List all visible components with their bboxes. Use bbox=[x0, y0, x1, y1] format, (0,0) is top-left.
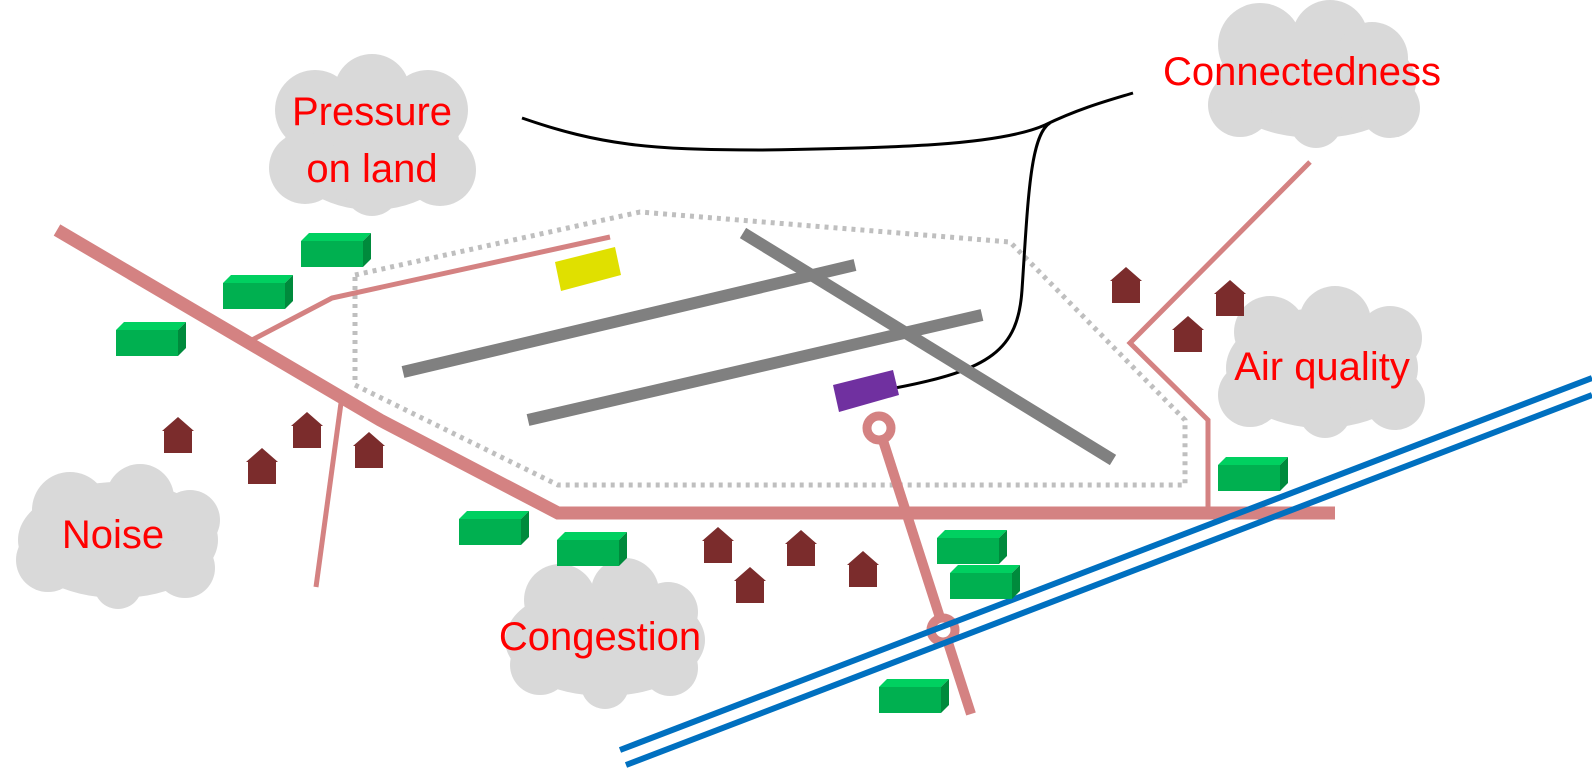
cloud-congestion: Congestion bbox=[499, 558, 705, 709]
connectedness-label: Connectedness bbox=[1163, 50, 1441, 94]
yellow-building bbox=[555, 247, 621, 291]
south-road bbox=[313, 402, 344, 588]
rail-line bbox=[521, 91, 1134, 390]
congestion-label: Congestion bbox=[499, 615, 701, 659]
cloud-air-quality: Air quality bbox=[1218, 286, 1425, 438]
house-icon bbox=[847, 551, 879, 587]
cloud-pressure-on-land: Pressure on land bbox=[269, 54, 476, 216]
commercial-building bbox=[116, 322, 186, 356]
house-icon bbox=[1110, 267, 1142, 303]
roads bbox=[53, 160, 1335, 716]
terminal-building bbox=[833, 370, 899, 412]
pressure-on-land-label-line1: Pressure bbox=[292, 90, 452, 134]
cloud-noise: Noise bbox=[16, 464, 220, 609]
commercial-building bbox=[301, 233, 371, 267]
house-icon bbox=[785, 530, 817, 566]
airport-access-road bbox=[250, 234, 611, 343]
house-icon bbox=[246, 448, 278, 484]
commercial-building bbox=[1218, 457, 1288, 491]
commercial-building bbox=[459, 511, 529, 545]
commercial-building bbox=[937, 530, 1007, 564]
pressure-on-land-label-line2: on land bbox=[306, 147, 437, 191]
house-icon bbox=[353, 432, 385, 468]
noise-label: Noise bbox=[62, 513, 164, 557]
runway-north bbox=[401, 259, 857, 378]
air-quality-label: Air quality bbox=[1234, 345, 1410, 389]
airport-station bbox=[862, 411, 896, 445]
house-icon bbox=[702, 527, 734, 563]
house-icon bbox=[734, 567, 766, 603]
commercial-building bbox=[223, 275, 293, 309]
house-icon bbox=[1214, 280, 1246, 316]
house-icon bbox=[1172, 316, 1204, 352]
railway bbox=[618, 375, 1592, 768]
commercial-building bbox=[950, 565, 1020, 599]
runway-crosswind bbox=[739, 227, 1117, 466]
commercial-building bbox=[557, 532, 627, 566]
east-road bbox=[1126, 160, 1312, 513]
runways bbox=[401, 227, 1117, 466]
house-icon bbox=[162, 417, 194, 453]
airport-boundary bbox=[352, 209, 1188, 488]
house-icon bbox=[291, 412, 323, 448]
commercial-building bbox=[879, 679, 949, 713]
station-road bbox=[874, 426, 976, 716]
main-road bbox=[53, 224, 1335, 520]
cloud-connectedness: Connectedness bbox=[1163, 0, 1441, 148]
